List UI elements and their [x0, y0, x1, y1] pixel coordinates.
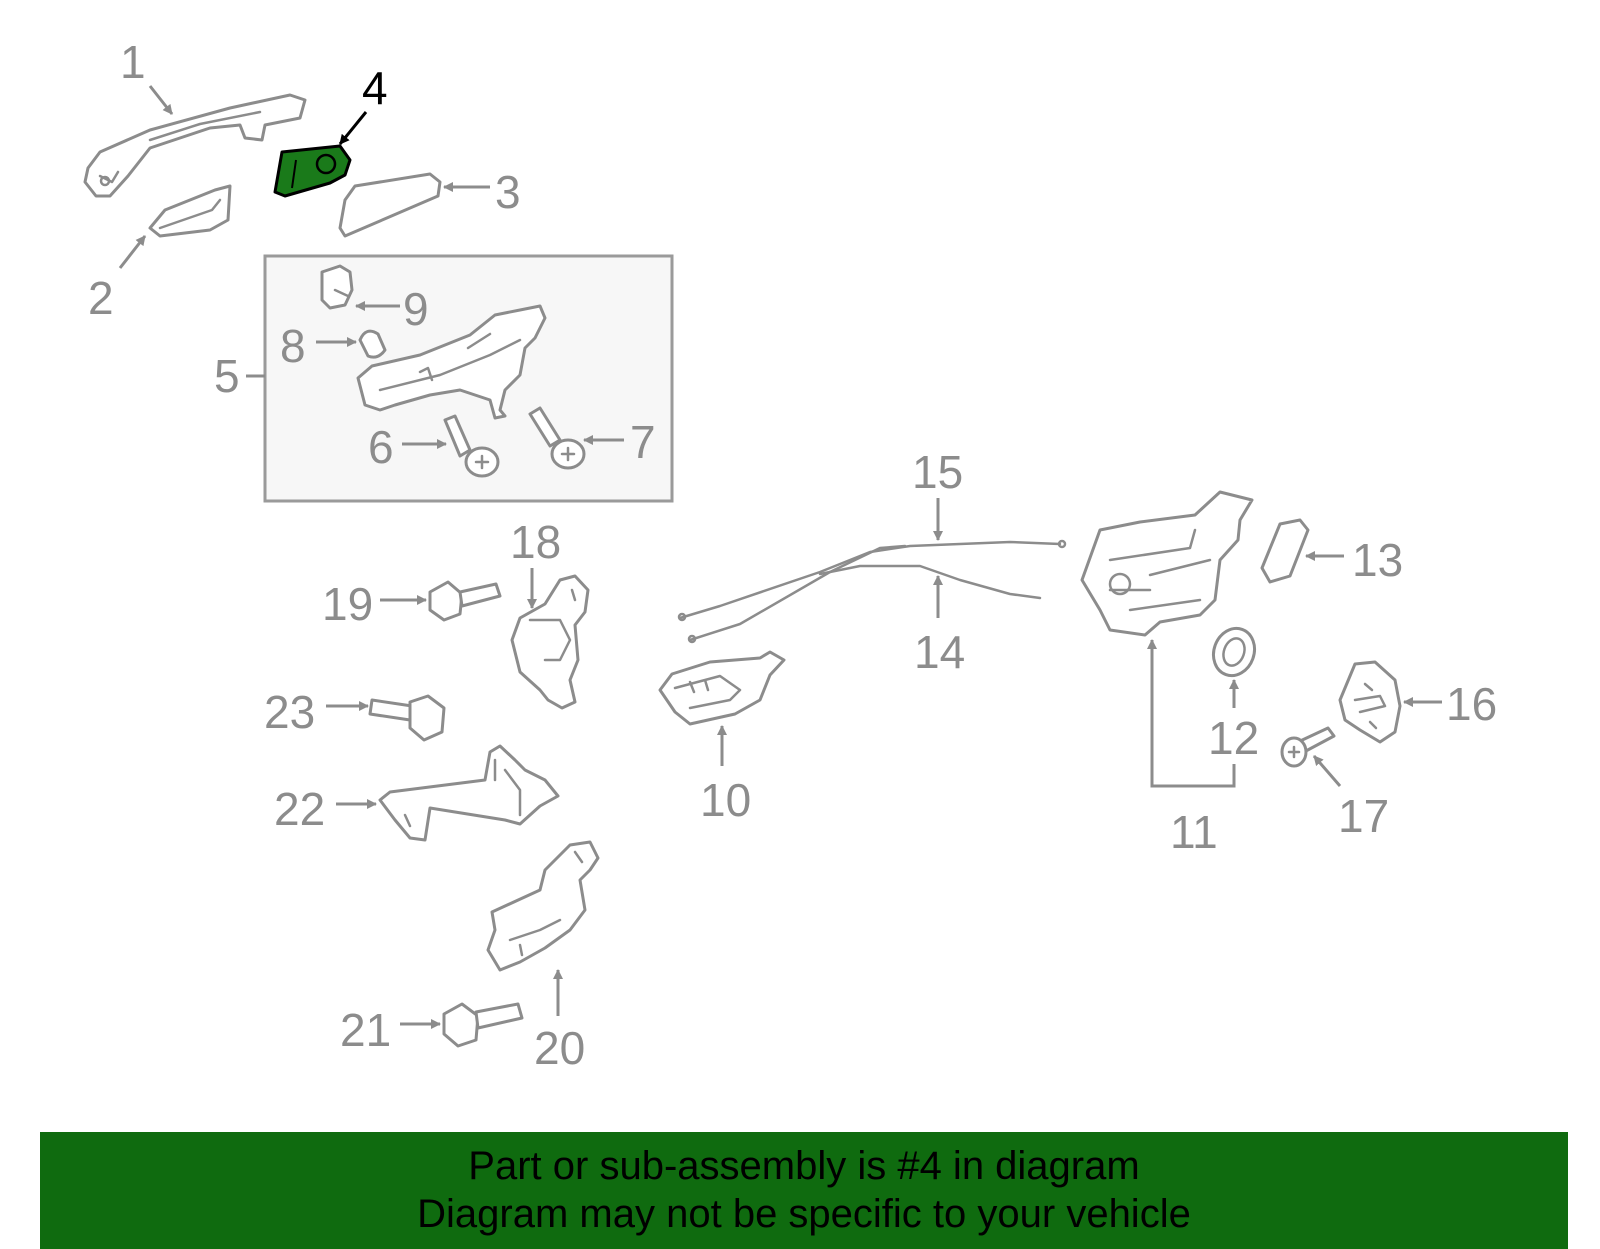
part-8-cap	[358, 329, 387, 359]
part-16-striker	[1338, 660, 1402, 744]
part-12-grommet	[1211, 626, 1257, 678]
part-3-cover	[338, 172, 442, 238]
part-10-inside-handle	[658, 650, 786, 726]
part-17-screw	[1280, 726, 1336, 768]
callout-3: 3	[495, 166, 521, 218]
part-13-cover	[1260, 518, 1310, 584]
callout-11: 11	[1170, 806, 1218, 858]
callout-8: 8	[280, 320, 306, 372]
part-6-bolt	[443, 414, 500, 478]
leader-2	[118, 235, 147, 269]
callout-6: 6	[368, 421, 394, 473]
part-23-bolt	[368, 694, 446, 742]
part-22-door-check	[378, 744, 560, 842]
callout-9: 9	[403, 283, 429, 335]
callout-1: 1	[120, 36, 146, 88]
part-4-highlighted	[273, 144, 352, 198]
info-banner: Part or sub-assembly is #4 in diagram Di…	[40, 1132, 1568, 1249]
leader-17	[1312, 755, 1342, 787]
callout-5: 5	[214, 350, 240, 402]
part-11-lock-actuator	[1080, 490, 1254, 637]
callout-21: 21	[340, 1004, 391, 1056]
callout-20: 20	[534, 1022, 585, 1074]
callout-16: 16	[1446, 678, 1497, 730]
callout-14: 14	[914, 626, 965, 678]
callout-4: 4	[362, 62, 388, 114]
callout-10: 10	[700, 774, 751, 826]
banner-line-2: Diagram may not be specific to your vehi…	[417, 1192, 1191, 1236]
callout-18: 18	[510, 516, 561, 568]
callout-19: 19	[322, 578, 373, 630]
callout-12: 12	[1208, 712, 1259, 764]
banner-line-1: Part or sub-assembly is #4 in diagram	[468, 1144, 1140, 1188]
part-9-clip	[320, 264, 354, 310]
part-7-bolt	[528, 406, 586, 470]
part-14-15-cables	[677, 539, 1067, 644]
callout-17: 17	[1338, 790, 1389, 842]
part-2-handle-pad	[148, 184, 232, 238]
part-18-hinge	[510, 574, 590, 710]
part-19-bolt	[428, 580, 502, 622]
callout-13: 13	[1352, 534, 1403, 586]
leader-1	[148, 85, 174, 115]
callout-23: 23	[264, 686, 315, 738]
leader-4	[338, 111, 368, 145]
part-20-hinge-lower	[486, 840, 600, 972]
callout-7: 7	[630, 416, 656, 468]
callout-22: 22	[274, 783, 325, 835]
leader-11-a	[1147, 639, 1194, 788]
part-21-bolt	[442, 1002, 524, 1048]
part-1-outer-handle	[83, 93, 307, 198]
leader-11-b	[1194, 764, 1236, 788]
callout-15: 15	[912, 446, 963, 498]
part-5-handle-frame	[356, 304, 547, 420]
callout-2: 2	[88, 272, 114, 324]
